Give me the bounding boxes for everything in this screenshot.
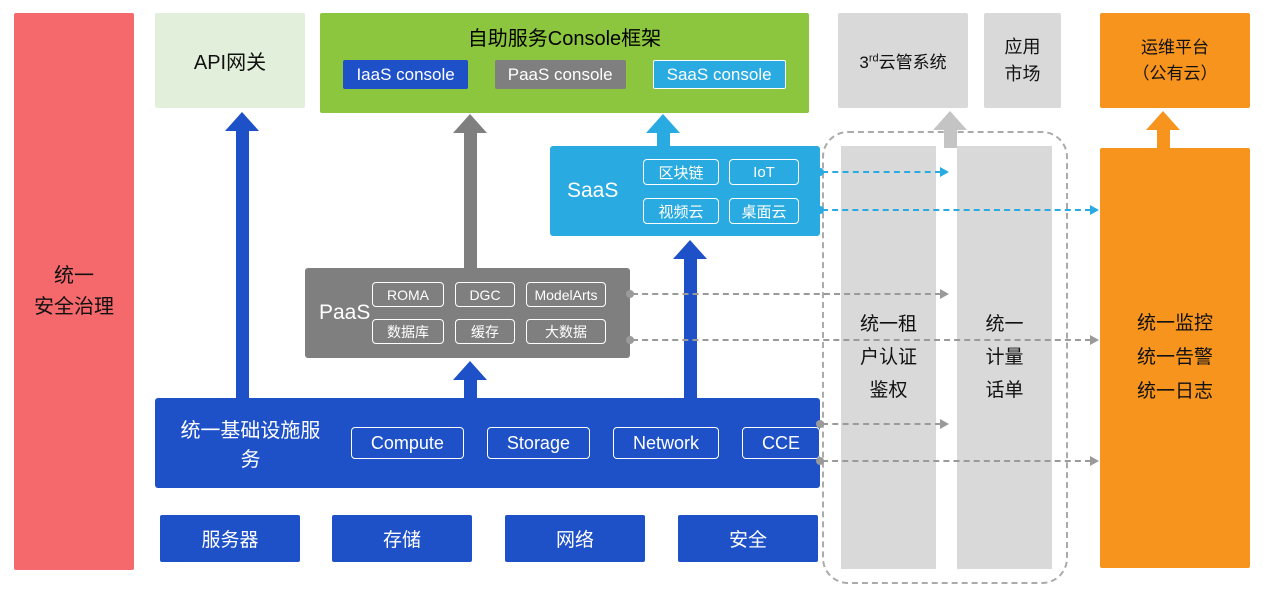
arrow-shaft bbox=[463, 133, 477, 268]
connector-arrowhead-icon bbox=[1090, 335, 1099, 345]
console-item-saas: SaaS console bbox=[652, 60, 786, 89]
arrow-head-icon bbox=[453, 361, 487, 380]
saas-item-desktop-cloud: 桌面云 bbox=[729, 198, 799, 224]
api-gateway-box: API网关 bbox=[155, 13, 305, 108]
connector-saas-to-auth-billing bbox=[816, 167, 949, 177]
connector-infra-to-auth-billing bbox=[816, 419, 949, 429]
connector-dot-icon bbox=[816, 457, 824, 465]
saas-items-grid: 区块链 IoT 视频云 桌面云 bbox=[643, 159, 799, 224]
paas-item-dgc: DGC bbox=[455, 282, 515, 307]
tenant-auth-label: 统一租 户认证 鉴权 bbox=[859, 313, 917, 402]
paas-items-grid: ROMA DGC ModelArts 数据库 缓存 大数据 bbox=[372, 282, 606, 344]
connector-dot-icon bbox=[816, 206, 824, 214]
api-gateway-label: API网关 bbox=[193, 52, 267, 74]
infra-item-storage: Storage bbox=[486, 427, 590, 459]
console-item-paas: PaaS console bbox=[494, 60, 626, 89]
third-party-base-text: 3 bbox=[859, 53, 869, 72]
connector-line bbox=[822, 423, 941, 425]
arrow-saas-to-console bbox=[646, 114, 680, 146]
paas-item-modelarts: ModelArts bbox=[526, 282, 606, 307]
resource-box-security: 安全 bbox=[678, 515, 818, 562]
metering-billing-bar: 统一 计量 话单 bbox=[957, 146, 1052, 569]
saas-item-iot: IoT bbox=[729, 159, 799, 185]
connector-line bbox=[632, 293, 941, 295]
app-market-label: 应用 市场 bbox=[1004, 37, 1041, 84]
paas-item-cache: 缓存 bbox=[455, 319, 515, 344]
connector-paas-to-auth-billing bbox=[626, 289, 949, 299]
ops-platform-label: 运维平台 （公有云） bbox=[1132, 38, 1218, 83]
paas-box: PaaS ROMA DGC ModelArts 数据库 缓存 大数据 bbox=[305, 268, 630, 358]
arrow-infra-to-api-gateway bbox=[225, 112, 259, 398]
arrow-shaft bbox=[235, 131, 249, 398]
connector-dot-icon bbox=[816, 420, 824, 428]
connector-paas-to-monitoring bbox=[626, 335, 1099, 345]
paas-item-database: 数据库 bbox=[372, 319, 444, 344]
metering-billing-label: 统一 计量 话单 bbox=[985, 313, 1024, 402]
paas-item-bigdata: 大数据 bbox=[526, 319, 606, 344]
infrastructure-label: 统一基础设施服务 bbox=[180, 420, 321, 471]
arrow-head-icon bbox=[1146, 111, 1180, 130]
connector-arrowhead-icon bbox=[940, 167, 949, 177]
arrow-shaft bbox=[943, 130, 957, 148]
connector-arrowhead-icon bbox=[1090, 456, 1099, 466]
ops-platform-box: 运维平台 （公有云） bbox=[1100, 13, 1250, 108]
infrastructure-items-row: Compute Storage Network CCE bbox=[350, 427, 820, 459]
connector-line bbox=[632, 339, 1091, 341]
resource-box-network: 网络 bbox=[505, 515, 645, 562]
saas-box: SaaS 区块链 IoT 视频云 桌面云 bbox=[550, 146, 820, 236]
connector-dot-icon bbox=[626, 290, 634, 298]
third-party-superscript-text: rd bbox=[868, 52, 879, 65]
arrow-group-to-third-party bbox=[933, 111, 967, 148]
third-party-rest-text: 云管系统 bbox=[878, 53, 947, 72]
arrow-shaft bbox=[1156, 130, 1170, 148]
arrow-monitoring-to-ops bbox=[1146, 111, 1180, 148]
arrow-paas-to-console bbox=[453, 114, 487, 268]
connector-dot-icon bbox=[816, 168, 824, 176]
tenant-auth-bar: 统一租 户认证 鉴权 bbox=[841, 146, 936, 569]
console-item-iaas: IaaS console bbox=[343, 60, 468, 89]
saas-item-video-cloud: 视频云 bbox=[643, 198, 719, 224]
connector-line bbox=[822, 209, 1091, 211]
infra-item-compute: Compute bbox=[350, 427, 464, 459]
arrow-head-icon bbox=[933, 111, 967, 130]
console-framework-box: 自助服务Console框架 IaaS console PaaS console … bbox=[320, 13, 809, 113]
connector-line bbox=[822, 460, 1091, 462]
arrow-head-icon bbox=[673, 240, 707, 259]
connector-arrowhead-icon bbox=[940, 419, 949, 429]
infrastructure-box: 统一基础设施服务 Compute Storage Network CCE bbox=[155, 398, 820, 488]
saas-label: SaaS bbox=[567, 179, 619, 202]
arrow-head-icon bbox=[646, 114, 680, 133]
console-items-row: IaaS console PaaS console SaaS console bbox=[320, 60, 809, 89]
arrow-infra-to-paas bbox=[453, 361, 487, 398]
arrow-shaft bbox=[656, 133, 670, 146]
arrow-infra-to-saas bbox=[673, 240, 707, 398]
connector-line bbox=[822, 171, 941, 173]
resource-box-storage: 存储 bbox=[332, 515, 472, 562]
security-governance-label: 统一 安全治理 bbox=[34, 264, 114, 318]
connector-arrowhead-icon bbox=[940, 289, 949, 299]
third-party-cloud-box: 3rd云管系统 bbox=[838, 13, 968, 108]
arrow-head-icon bbox=[453, 114, 487, 133]
saas-item-blockchain: 区块链 bbox=[643, 159, 719, 185]
infra-item-cce: CCE bbox=[741, 427, 820, 459]
security-governance-bar: 统一 安全治理 bbox=[14, 13, 134, 570]
arrow-shaft bbox=[683, 259, 697, 398]
arrow-head-icon bbox=[225, 112, 259, 131]
connector-infra-to-monitoring bbox=[816, 456, 1099, 466]
console-framework-title: 自助服务Console框架 bbox=[467, 28, 662, 50]
paas-label: PaaS bbox=[319, 301, 371, 324]
paas-item-roma: ROMA bbox=[372, 282, 444, 307]
monitoring-box: 统一监控 统一告警 统一日志 bbox=[1100, 148, 1250, 568]
app-market-box: 应用 市场 bbox=[984, 13, 1061, 108]
connector-arrowhead-icon bbox=[1090, 205, 1099, 215]
arrow-shaft bbox=[463, 380, 477, 398]
monitoring-label: 统一监控 统一告警 统一日志 bbox=[1136, 312, 1213, 403]
connector-saas-to-monitoring bbox=[816, 205, 1099, 215]
connector-dot-icon bbox=[626, 336, 634, 344]
third-party-cloud-label: 3rd云管系统 bbox=[859, 48, 946, 73]
resource-box-server: 服务器 bbox=[160, 515, 300, 562]
infra-item-network: Network bbox=[612, 427, 719, 459]
